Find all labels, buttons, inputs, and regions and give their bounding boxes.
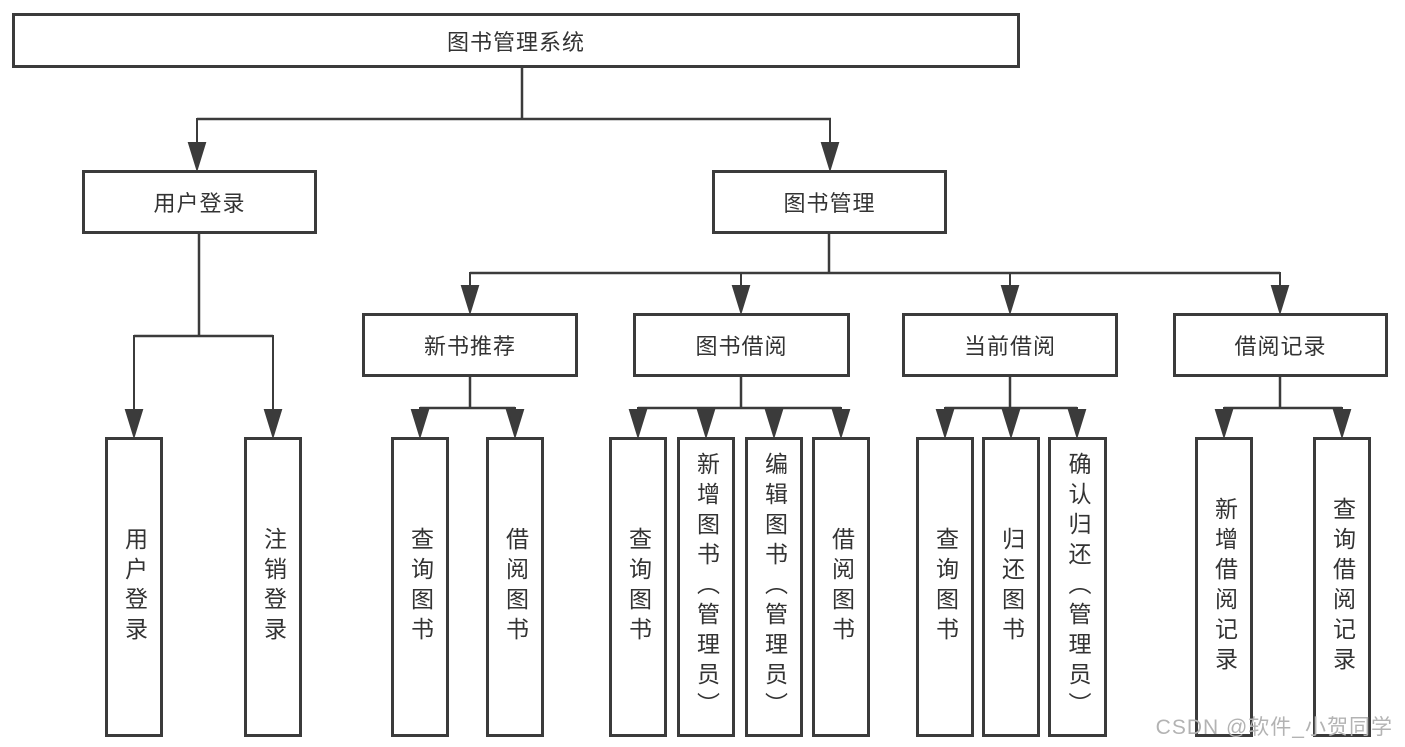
node-leaf-return-book-label: 归还图书 [998, 527, 1025, 647]
node-leaf-recommend-query-book-label: 查询图书 [407, 527, 434, 647]
node-leaf-logout-label: 注销登录 [260, 527, 287, 647]
node-leaf-edit-book-admin: 编辑图书（管理员） [745, 437, 803, 737]
node-leaf-recommend-borrow-book-label: 借阅图书 [502, 527, 529, 647]
csdn-watermark: CSDN @软件_小贺同学 [1155, 716, 1393, 739]
node-current-borrow-label: 当前借阅 [963, 334, 1056, 359]
node-user-login: 用户登录 [82, 170, 317, 234]
node-leaf-user-login-label: 用户登录 [121, 527, 148, 647]
node-book-management: 图书管理 [712, 170, 947, 234]
node-borrow-record: 借阅记录 [1173, 313, 1388, 377]
node-leaf-query-borrow-record-label: 查询借阅记录 [1329, 497, 1356, 677]
node-leaf-recommend-borrow-book: 借阅图书 [486, 437, 544, 737]
node-leaf-current-query-book: 查询图书 [916, 437, 974, 737]
node-root: 图书管理系统 [12, 13, 1020, 68]
node-leaf-return-book: 归还图书 [982, 437, 1040, 737]
node-leaf-add-book-admin-label: 新增图书（管理员） [693, 452, 720, 722]
node-borrow-record-label: 借阅记录 [1234, 334, 1327, 359]
node-new-book-recommend: 新书推荐 [362, 313, 578, 377]
node-leaf-confirm-return-admin-label: 确认归还（管理员） [1065, 452, 1091, 722]
node-leaf-borrow-query-book: 查询图书 [609, 437, 667, 737]
node-leaf-confirm-return-admin: 确认归还（管理员） [1048, 437, 1107, 737]
node-leaf-query-borrow-record: 查询借阅记录 [1313, 437, 1371, 737]
node-leaf-borrow-query-book-label: 查询图书 [625, 527, 652, 647]
node-leaf-add-borrow-record: 新增借阅记录 [1195, 437, 1253, 737]
node-current-borrow: 当前借阅 [902, 313, 1118, 377]
node-leaf-recommend-query-book: 查询图书 [391, 437, 449, 737]
node-user-login-label: 用户登录 [153, 191, 246, 216]
node-leaf-logout: 注销登录 [244, 437, 302, 737]
node-leaf-borrow-book: 借阅图书 [812, 437, 870, 737]
node-leaf-add-borrow-record-label: 新增借阅记录 [1211, 497, 1238, 677]
node-new-book-recommend-label: 新书推荐 [423, 334, 516, 359]
node-leaf-current-query-book-label: 查询图书 [932, 527, 959, 647]
node-leaf-borrow-book-label: 借阅图书 [828, 527, 855, 647]
node-leaf-edit-book-admin-label: 编辑图书（管理员） [761, 452, 788, 722]
node-root-label: 图书管理系统 [446, 29, 585, 55]
node-book-borrow-label: 图书借阅 [695, 334, 788, 359]
node-book-borrow: 图书借阅 [633, 313, 850, 377]
node-leaf-user-login: 用户登录 [105, 437, 163, 737]
node-leaf-add-book-admin: 新增图书（管理员） [677, 437, 735, 737]
node-book-management-label: 图书管理 [783, 191, 876, 216]
